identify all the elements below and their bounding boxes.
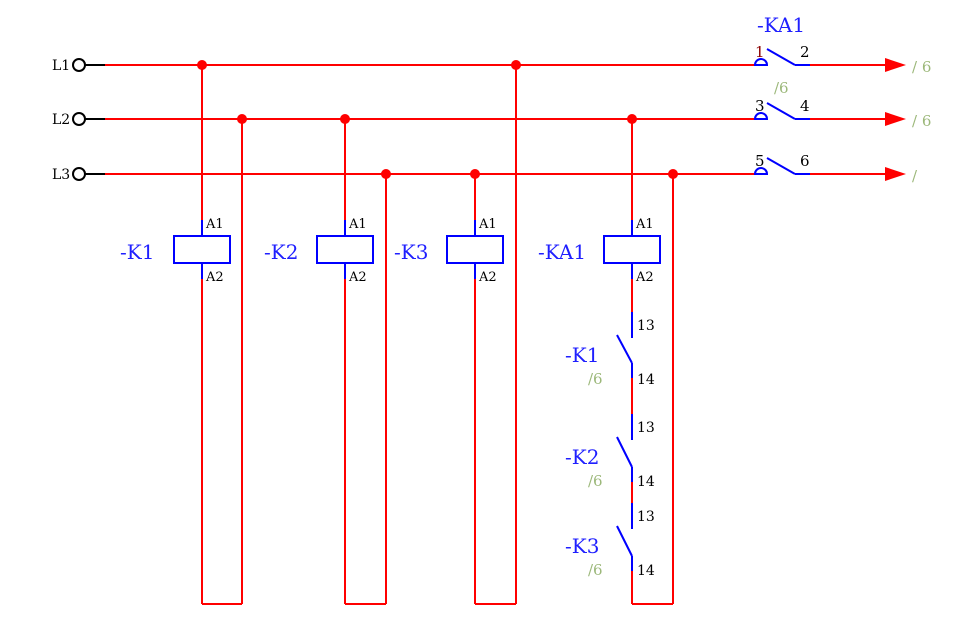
terminal-circle-icon — [72, 167, 86, 181]
aux-ref-k1: /6 — [588, 370, 603, 388]
contact-blade — [766, 102, 796, 120]
coil-a2-k1: A2 — [205, 270, 224, 285]
arrow-icon — [885, 167, 906, 181]
devices — [72, 48, 906, 571]
coil-icon — [173, 235, 231, 264]
junction-dot — [470, 169, 480, 179]
line-label-l2: L2 — [52, 112, 70, 128]
aux-out-k3: 14 — [637, 563, 655, 579]
coil-a1-k3: A1 — [478, 217, 497, 232]
aux-tag-k2: -K2 — [565, 445, 599, 469]
line-label-l1: L1 — [52, 58, 70, 74]
pin-1: 1 — [755, 43, 765, 61]
junction-dot — [197, 60, 207, 70]
coil-tag-k2: -K2 — [264, 240, 298, 264]
coil-a1-ka1: A1 — [635, 217, 654, 232]
coil-tag-k3: -K3 — [394, 240, 428, 264]
aux-ref-k3: /6 — [588, 561, 603, 579]
coil-icon — [316, 235, 374, 264]
coil-a2-k3: A2 — [478, 270, 497, 285]
coil-a1-k2: A1 — [348, 217, 367, 232]
wires — [85, 64, 886, 605]
main-contact-ref: /6 — [774, 79, 789, 97]
junction-dot — [627, 114, 637, 124]
junction-dot — [237, 114, 247, 124]
aux-in-k1: 13 — [637, 318, 655, 334]
contact-blade — [766, 48, 796, 66]
contact-actuator-icon — [753, 167, 769, 175]
contact-blade — [616, 525, 633, 557]
coil-tag-k1: -K1 — [120, 240, 154, 264]
aux-tag-k3: -K3 — [565, 534, 599, 558]
pin-5: 5 — [755, 152, 765, 170]
coil-icon — [603, 235, 661, 264]
aux-in-k2: 13 — [637, 420, 655, 436]
line-ref-l3: / — [912, 167, 918, 185]
arrow-icon — [885, 112, 906, 126]
contact-blade — [766, 157, 796, 175]
junction-dot — [340, 114, 350, 124]
contact-actuator-icon — [753, 112, 769, 120]
coil-a1-k1: A1 — [205, 217, 224, 232]
coil-icon — [446, 235, 504, 264]
aux-out-k2: 14 — [637, 474, 655, 490]
labels: L1 L2 L3 / 6 / 6 / -KA1 /6 1 2 3 4 5 6 -… — [52, 13, 931, 579]
pin-3: 3 — [755, 97, 765, 115]
junction-dot — [511, 60, 521, 70]
coil-tag-ka1: -KA1 — [538, 240, 586, 264]
junction-dot — [381, 169, 391, 179]
coil-a2-k2: A2 — [348, 270, 367, 285]
pin-2: 2 — [800, 43, 810, 61]
terminal-circle-icon — [72, 112, 86, 126]
aux-out-k1: 14 — [637, 372, 655, 388]
pin-6: 6 — [800, 152, 810, 170]
contact-actuator-icon — [753, 58, 769, 66]
terminal-circle-icon — [72, 58, 86, 72]
coil-a2-ka1: A2 — [635, 270, 654, 285]
contact-blade — [616, 436, 633, 468]
aux-tag-k1: -K1 — [565, 343, 599, 367]
junction-dot — [668, 169, 678, 179]
arrow-icon — [885, 58, 906, 72]
line-ref-l2: / 6 — [912, 112, 931, 130]
line-label-l3: L3 — [52, 167, 70, 183]
contact-blade — [616, 334, 633, 364]
aux-ref-k2: /6 — [588, 472, 603, 490]
main-contact-tag: -KA1 — [757, 13, 805, 37]
pin-4: 4 — [800, 97, 810, 115]
line-ref-l1: / 6 — [912, 58, 931, 76]
aux-in-k3: 13 — [637, 509, 655, 525]
